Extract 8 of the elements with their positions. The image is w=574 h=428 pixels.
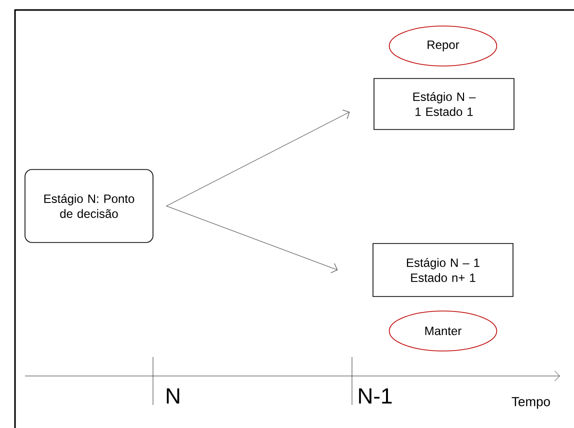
state-box: Estágio N – 1 Estado n+ 1 xyxy=(372,243,514,297)
arrow xyxy=(166,206,338,274)
axis-label: Tempo xyxy=(512,397,550,409)
axis-label: N-1 xyxy=(359,388,392,404)
axis-label: N xyxy=(166,388,180,404)
arrow xyxy=(166,110,350,206)
decision-box: Estágio N: Ponto de decisão xyxy=(24,169,154,243)
state-box: Estágio N – 1 Estado 1 xyxy=(374,78,514,130)
